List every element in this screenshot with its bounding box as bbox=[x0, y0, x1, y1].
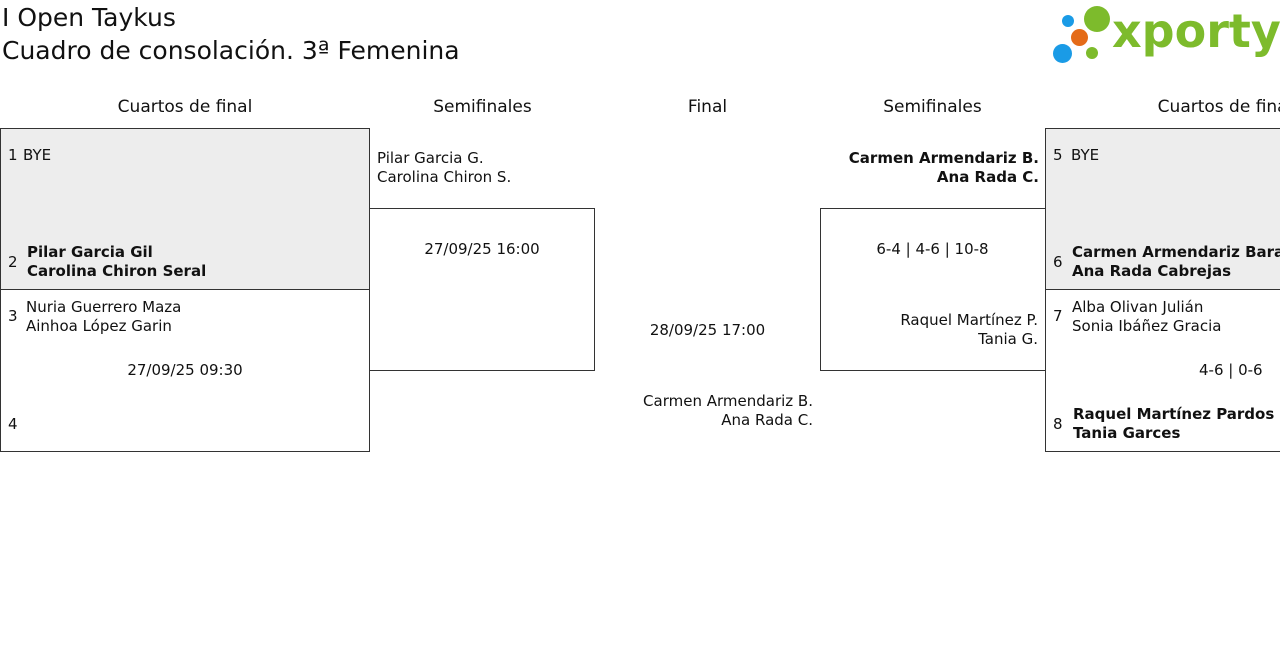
left-qf-match-1[interactable] bbox=[0, 128, 370, 290]
player-name[interactable]: Carolina Chiron Seral bbox=[27, 262, 207, 280]
player-name[interactable]: Carmen Armendariz B. bbox=[643, 392, 813, 410]
player-name[interactable]: Carmen Armendariz B. bbox=[848, 149, 1039, 167]
seed-number: 1 bbox=[8, 146, 18, 164]
bye-label: BYE bbox=[1071, 146, 1100, 164]
seed-number: 6 bbox=[1053, 253, 1063, 271]
player-name[interactable]: Ainhoa López Garin bbox=[26, 317, 172, 335]
column-header-right-semifinals: Semifinales bbox=[883, 97, 982, 117]
seed-number: 8 bbox=[1053, 415, 1063, 433]
bye-label: BYE bbox=[23, 146, 52, 164]
player-name[interactable]: Pilar Garcia Gil bbox=[27, 243, 153, 261]
left-sf-match[interactable] bbox=[369, 208, 595, 371]
seed-number: 3 bbox=[8, 307, 18, 325]
logo-dot-orange bbox=[1071, 29, 1088, 46]
player-name[interactable]: Carmen Armendariz Bara bbox=[1072, 243, 1280, 261]
column-header-left-quarterfinals: Cuartos de final bbox=[117, 97, 253, 117]
xporty-logo[interactable]: xporty bbox=[1050, 3, 1280, 67]
tournament-title: I Open Taykus bbox=[2, 3, 176, 32]
player-name[interactable]: Nuria Guerrero Maza bbox=[26, 298, 182, 316]
player-name[interactable]: Tania Garces bbox=[1073, 424, 1181, 442]
logo-dot-blue bbox=[1062, 15, 1074, 27]
player-name[interactable]: Ana Rada Cabrejas bbox=[1072, 262, 1232, 280]
seed-number: 2 bbox=[8, 253, 18, 271]
player-name[interactable]: Raquel Martínez Pardos bbox=[1073, 405, 1275, 423]
player-name[interactable]: Pilar Garcia G. bbox=[377, 149, 484, 167]
right-qf-match-1[interactable] bbox=[1045, 128, 1280, 290]
logo-dot-green bbox=[1084, 6, 1110, 32]
seed-number: 7 bbox=[1053, 307, 1063, 325]
player-name[interactable]: Sonia Ibáñez Gracia bbox=[1072, 317, 1222, 335]
match-datetime: 27/09/25 16:00 bbox=[424, 240, 540, 258]
player-name[interactable]: Ana Rada C. bbox=[721, 411, 813, 429]
player-name[interactable]: Raquel Martínez P. bbox=[900, 311, 1038, 329]
seed-number: 4 bbox=[8, 415, 18, 433]
match-score: 4-6 | 0-6 bbox=[1199, 361, 1263, 379]
seed-number: 5 bbox=[1053, 146, 1063, 164]
column-header-final: Final bbox=[687, 97, 728, 117]
logo-dot-green-small bbox=[1086, 47, 1098, 59]
match-score: 6-4 | 4-6 | 10-8 bbox=[876, 240, 989, 258]
column-header-left-semifinals: Semifinales bbox=[433, 97, 532, 117]
player-name[interactable]: Alba Olivan Julián bbox=[1072, 298, 1204, 316]
right-qf-match-2[interactable] bbox=[1045, 289, 1280, 452]
logo-wordmark: xporty bbox=[1112, 4, 1280, 58]
player-name[interactable]: Carolina Chiron S. bbox=[377, 168, 512, 186]
draw-subtitle: Cuadro de consolación. 3ª Femenina bbox=[2, 36, 460, 65]
final-datetime: 28/09/25 17:00 bbox=[649, 321, 766, 339]
player-name[interactable]: Ana Rada C. bbox=[936, 168, 1039, 186]
player-name[interactable]: Tania G. bbox=[978, 330, 1038, 348]
column-header-right-quarterfinals: Cuartos de final bbox=[1157, 97, 1280, 117]
match-datetime: 27/09/25 09:30 bbox=[127, 361, 243, 379]
logo-dot-blue-large bbox=[1053, 44, 1072, 63]
